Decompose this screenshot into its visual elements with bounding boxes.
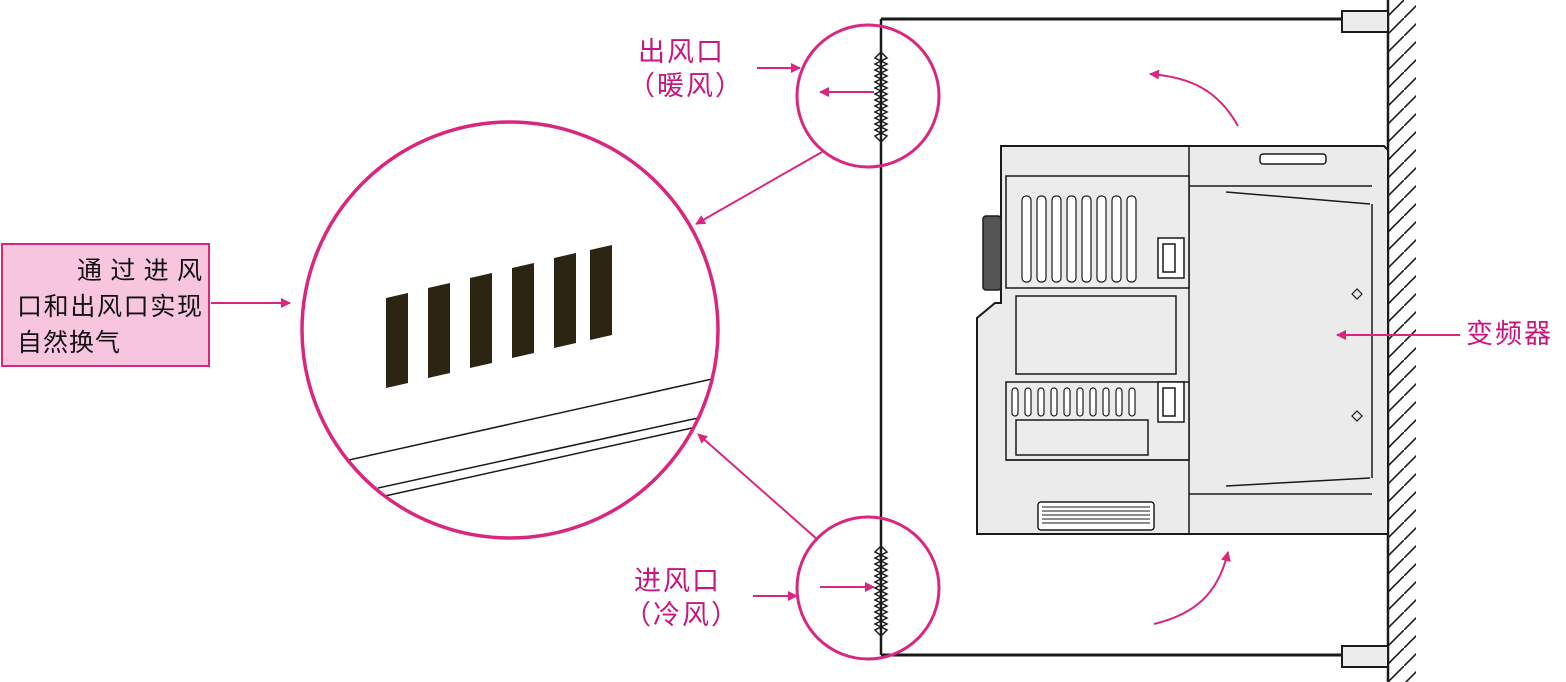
bottom-grille	[1037, 501, 1155, 531]
upper-vent-slots	[1021, 195, 1137, 283]
bottom-mount-bracket	[1341, 645, 1389, 668]
airflow-inlet-arrow	[1153, 551, 1231, 625]
inlet-label-line1: 进风口	[634, 566, 721, 597]
inlet-label-line2: （冷风）	[624, 600, 740, 631]
outlet-label: 出风口 （暖风）	[628, 36, 744, 104]
inlet-label: 进风口 （冷风）	[624, 565, 740, 633]
inlet-zoom-connector	[697, 433, 819, 541]
inlet-vent	[873, 545, 889, 637]
magnified-vent-detail	[300, 120, 720, 540]
outlet-label-line1: 出风口	[638, 37, 725, 68]
knob	[982, 215, 1002, 291]
inlet-highlight-circle	[795, 515, 941, 661]
lower-vent-slots	[1011, 387, 1136, 417]
outlet-zoom-connector	[695, 151, 823, 225]
outlet-highlight-circle	[795, 23, 941, 169]
outlet-label-line2: （暖风）	[628, 71, 744, 102]
note-text: 通过进风口和出风口实现自然换气	[17, 256, 203, 357]
wall	[1386, 0, 1416, 682]
note-box: 通过进风口和出风口实现自然换气	[1, 243, 210, 367]
top-mount-bracket	[1341, 10, 1389, 33]
magnified-vent-slots	[386, 245, 612, 388]
inverter-label: 变频器	[1466, 319, 1553, 350]
cabinet	[879, 10, 1389, 668]
inverter-device	[976, 145, 1389, 535]
outlet-vent	[873, 51, 889, 143]
airflow-up-arrow	[1149, 69, 1239, 127]
